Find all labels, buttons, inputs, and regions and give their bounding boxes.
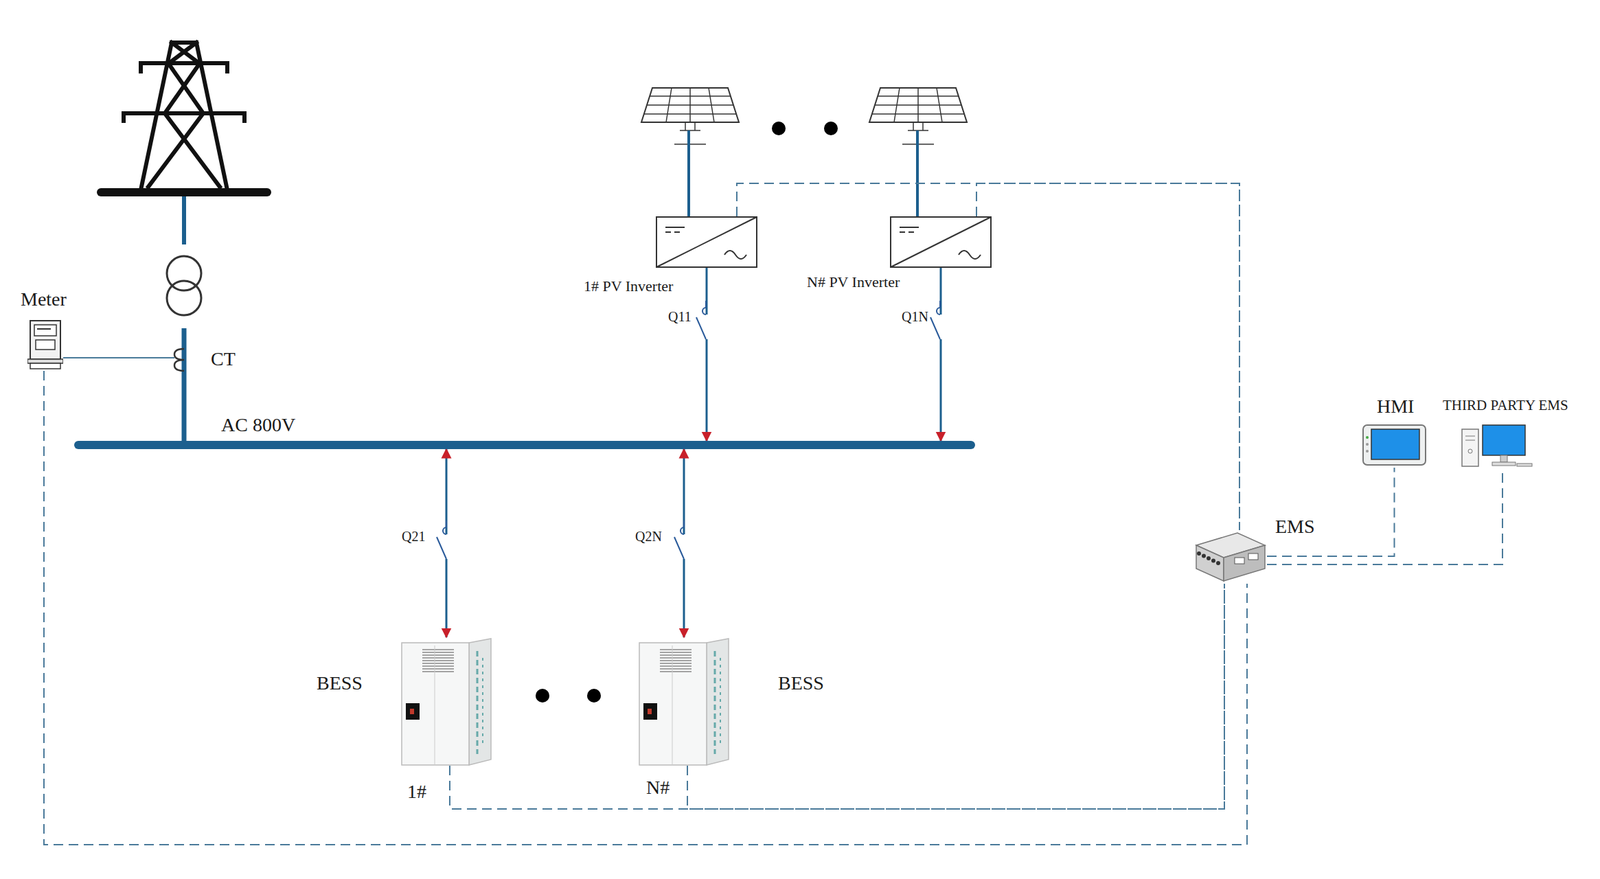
comm-line <box>1266 467 1395 557</box>
third-party-ems: THIRD PARTY EMS <box>1459 423 1534 468</box>
pv-inverter-graphic <box>655 216 758 268</box>
switch-label: Q11 <box>668 309 692 325</box>
node-label: HMI <box>1376 396 1414 418</box>
hmi-panel: HMI <box>1361 423 1427 468</box>
comm-line <box>976 183 1240 531</box>
comm-line <box>736 183 1240 531</box>
node-label: 1# PV Inverter <box>583 278 673 295</box>
switch-label: Q1N <box>901 309 929 325</box>
power-line <box>705 267 708 441</box>
pv-inverter: N# PV Inverter <box>889 216 992 268</box>
switch-label: Q21 <box>401 528 426 544</box>
meter-icon-graphic <box>27 319 64 371</box>
ems-controller-graphic <box>1193 530 1267 584</box>
pv-inverter-graphic <box>889 216 992 268</box>
bess-cabinet: BESS1# <box>400 637 493 766</box>
node-label: BESS <box>778 672 825 695</box>
bess-cabinet: BESSN# <box>637 637 730 766</box>
ems-controller: EMS <box>1193 530 1267 584</box>
ac-busbar-graphic <box>74 440 976 450</box>
pv-inverter: 1# PV Inverter <box>655 216 758 268</box>
node-label: 1# <box>407 781 427 803</box>
hmi-panel-graphic <box>1361 423 1427 468</box>
bess-cabinet-graphic <box>400 637 493 766</box>
comm-line <box>687 583 1225 809</box>
ac-busbar: AC 800V <box>74 440 976 450</box>
node-label: BESS <box>316 672 363 695</box>
node-label: N# <box>646 777 670 799</box>
node-label: AC 800V <box>221 414 296 437</box>
bess-cabinet-graphic <box>637 637 730 766</box>
node-label: EMS <box>1275 516 1316 538</box>
node-label: N# PV Inverter <box>806 273 900 291</box>
comm-line <box>43 370 1248 845</box>
node-label: Meter <box>20 289 67 311</box>
comm-line <box>449 583 1225 809</box>
switch-label: Q2N <box>635 528 662 544</box>
third-party-ems-graphic <box>1459 423 1534 468</box>
meter-icon: Meter <box>27 319 64 371</box>
power-line <box>940 267 943 441</box>
comm-line <box>1266 467 1503 565</box>
ct-label: CT <box>210 348 236 371</box>
node-label: THIRD PARTY EMS <box>1442 397 1569 414</box>
